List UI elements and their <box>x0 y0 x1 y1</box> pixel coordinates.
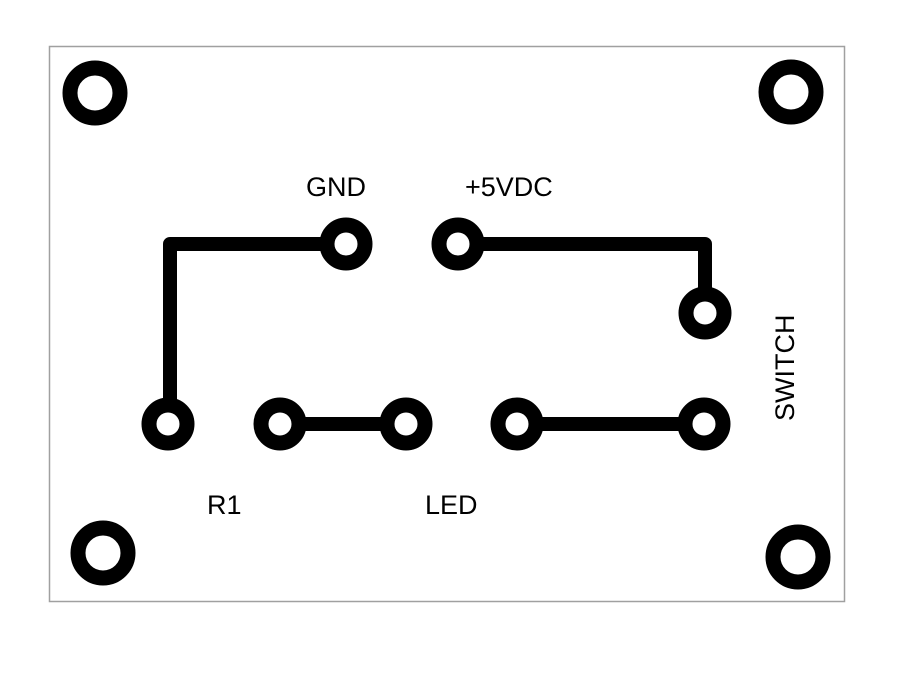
switch-pad-bottom <box>677 397 731 451</box>
mounting-hole-bottom-left <box>70 520 136 586</box>
led-pad-right <box>490 397 544 451</box>
led-label: LED <box>425 490 478 520</box>
mounting-hole-bottom-right <box>765 524 831 590</box>
r1-pad-right <box>253 397 307 451</box>
mounting-hole-top-left <box>62 60 128 126</box>
gnd-label: GND <box>306 172 366 202</box>
gnd-trace <box>163 237 346 424</box>
vdc-pad <box>431 217 485 271</box>
led-pad-left <box>379 397 433 451</box>
gnd-pad <box>319 217 373 271</box>
switch-label: SWITCH <box>770 315 800 421</box>
mounting-hole-top-right <box>758 59 824 125</box>
r1-label: R1 <box>207 490 242 520</box>
switch-pad-top <box>678 286 732 340</box>
vdc-label: +5VDC <box>465 172 553 202</box>
r1-pad-left <box>141 397 195 451</box>
